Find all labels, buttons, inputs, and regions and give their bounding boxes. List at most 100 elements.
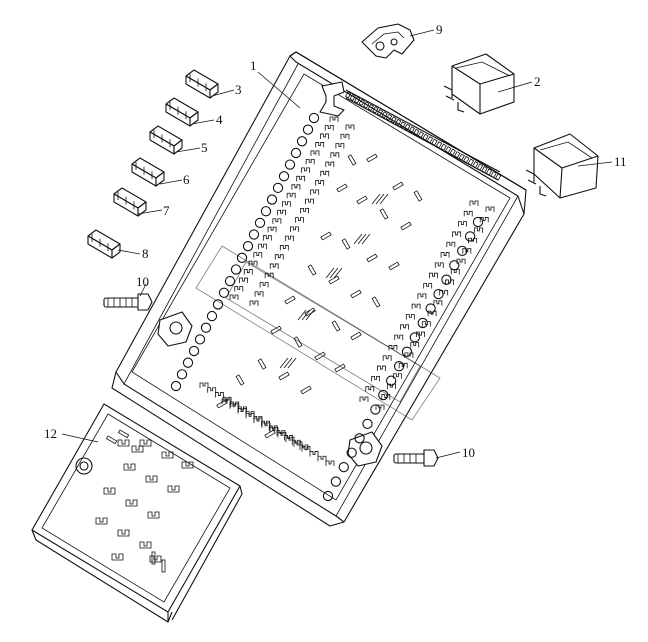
relay-pin bbox=[388, 261, 400, 271]
fuse-hole bbox=[409, 332, 420, 343]
pin-bar bbox=[329, 267, 339, 279]
fuse-hole bbox=[278, 171, 290, 182]
fuse-hole bbox=[266, 194, 278, 205]
fuse-slot bbox=[281, 201, 291, 207]
fuse-hole bbox=[302, 124, 314, 135]
relay-pin bbox=[300, 385, 312, 395]
pin-bar bbox=[325, 267, 335, 279]
fuse-slot bbox=[445, 279, 454, 285]
fuse-slot bbox=[293, 441, 303, 447]
fuse-slot bbox=[277, 209, 287, 216]
label-6: 6 bbox=[183, 172, 190, 187]
fuse-hole bbox=[457, 245, 468, 256]
relay-pin bbox=[336, 183, 348, 193]
fuse-slot bbox=[325, 460, 335, 466]
fuse-slot bbox=[421, 321, 431, 327]
comb-tooth bbox=[485, 168, 493, 176]
relay-2 bbox=[443, 53, 515, 115]
fuse-slot bbox=[427, 310, 437, 317]
fuse-slot bbox=[245, 412, 255, 419]
fuse-slot bbox=[299, 444, 309, 450]
fuse-hole bbox=[230, 264, 242, 275]
fuse-slot bbox=[324, 125, 334, 131]
comb-tooth bbox=[349, 93, 356, 101]
fuse-slot bbox=[411, 303, 421, 310]
relay-pin bbox=[307, 264, 317, 276]
relay-pin bbox=[270, 325, 282, 335]
fuse-slot bbox=[315, 180, 325, 186]
fuse-slot bbox=[433, 300, 443, 306]
comb-tooth bbox=[494, 173, 502, 181]
comb-tooth bbox=[417, 131, 425, 139]
connector-block bbox=[87, 229, 121, 259]
fuse-slot bbox=[221, 398, 231, 404]
connector-blocks bbox=[87, 69, 219, 259]
fuse-slot bbox=[259, 282, 269, 288]
connector-block bbox=[165, 97, 199, 127]
relay-pin bbox=[334, 363, 346, 373]
fuse-slot bbox=[274, 254, 284, 260]
fuse-slot bbox=[301, 446, 311, 452]
relay-11 bbox=[525, 133, 599, 199]
fuse-slot bbox=[279, 245, 289, 251]
fuse-slot bbox=[291, 184, 301, 190]
relay-pin bbox=[235, 374, 245, 386]
comb-tooth bbox=[358, 98, 365, 106]
comb-tooth bbox=[458, 153, 465, 161]
pin-bar bbox=[371, 193, 381, 205]
fuse-slot bbox=[253, 252, 263, 258]
fuse-slot bbox=[290, 226, 299, 232]
fuse-slot bbox=[381, 394, 391, 400]
comb-tooth bbox=[399, 121, 406, 129]
fuse-slot bbox=[404, 352, 414, 358]
comb-tooth bbox=[422, 133, 429, 141]
fuse-hole bbox=[386, 375, 397, 386]
fuse-slot bbox=[359, 396, 369, 402]
relay-pin bbox=[320, 231, 332, 241]
comb-tooth bbox=[490, 170, 497, 178]
cover-slot bbox=[149, 555, 162, 563]
bolt-10-right bbox=[393, 449, 439, 467]
fuse-slot bbox=[261, 422, 271, 428]
cover-slot bbox=[167, 485, 180, 493]
label-11: 11 bbox=[614, 154, 627, 169]
fuse-hole bbox=[284, 159, 296, 170]
fuse-slot bbox=[371, 375, 380, 382]
pin-bar bbox=[283, 357, 293, 369]
cover-slot bbox=[145, 475, 158, 483]
relay-pin bbox=[257, 358, 267, 370]
comb-tooth bbox=[454, 151, 461, 159]
label-4: 4 bbox=[216, 112, 223, 127]
fuse-hole bbox=[338, 462, 349, 473]
fuse-slot bbox=[439, 289, 449, 296]
relay-pin bbox=[366, 153, 378, 163]
relay-pin bbox=[413, 190, 423, 202]
fuse-slot bbox=[243, 269, 253, 275]
fuse-slot bbox=[394, 334, 404, 341]
top-connector-strip bbox=[344, 89, 502, 181]
fuse-slot bbox=[310, 189, 320, 195]
fuse-slot bbox=[335, 143, 345, 149]
comb-tooth bbox=[390, 116, 397, 124]
fuse-slot bbox=[214, 392, 224, 398]
fuse-slot bbox=[295, 217, 304, 223]
relay-pin bbox=[264, 429, 276, 439]
label-9: 9 bbox=[436, 22, 443, 37]
fuse-slot bbox=[248, 260, 258, 267]
clip-9 bbox=[361, 23, 415, 59]
fuse-slot bbox=[329, 116, 339, 122]
fuse-slot bbox=[237, 408, 247, 414]
relay-pin bbox=[356, 195, 368, 205]
fuse-slot bbox=[410, 342, 420, 348]
fuse-hole bbox=[362, 418, 373, 430]
fuse-slot bbox=[262, 235, 272, 241]
connector-block bbox=[113, 187, 147, 217]
pin-bar bbox=[361, 233, 371, 245]
label-10a: 10 bbox=[136, 274, 149, 289]
fuse-slot-rows bbox=[199, 116, 495, 466]
label-12: 12 bbox=[44, 426, 57, 441]
fuse-hole bbox=[194, 334, 206, 345]
fuse-slot bbox=[320, 170, 330, 177]
fuse-hole bbox=[290, 147, 302, 159]
fuse-slot bbox=[253, 417, 263, 424]
